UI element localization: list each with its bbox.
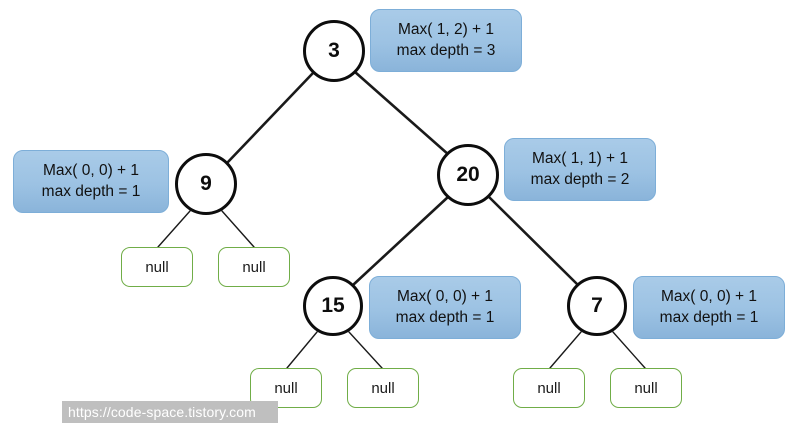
edge-n20-to-n7 — [487, 195, 580, 287]
null-leaf-label: null — [145, 258, 169, 276]
callout-line-1: Max( 0, 0) + 1 — [660, 287, 758, 305]
tree-node-label: 20 — [456, 163, 480, 186]
null-leaf-null-15-right[interactable]: null — [347, 368, 419, 408]
tree-node-9[interactable]: 9 — [175, 153, 237, 215]
tree-node-7[interactable]: 7 — [567, 276, 627, 336]
tree-node-label: 3 — [328, 39, 340, 62]
edge-n3-to-n9 — [225, 71, 315, 165]
callout-line-1: Max( 0, 0) + 1 — [396, 287, 494, 305]
callout-line-2: max depth = 2 — [530, 171, 630, 188]
callout-7: Max( 0, 0) + 1 max depth = 1 — [633, 276, 785, 339]
callout-line-1: Max( 1, 1) + 1 — [531, 149, 629, 167]
callout-15: Max( 0, 0) + 1 max depth = 1 — [369, 276, 521, 339]
edge-n3-to-n20 — [353, 70, 451, 157]
edge-n7-to-null-7-left — [549, 331, 582, 369]
callout-line-1: Max( 1, 2) + 1 — [397, 20, 495, 38]
edge-n20-to-n15 — [351, 195, 450, 287]
tree-node-label: 7 — [591, 294, 603, 317]
tree-node-15[interactable]: 15 — [303, 276, 363, 336]
null-leaf-label: null — [371, 379, 395, 397]
callout-20: Max( 1, 1) + 1 max depth = 2 — [504, 138, 656, 201]
tree-node-20[interactable]: 20 — [437, 144, 499, 206]
callout-line-2: max depth = 1 — [395, 309, 495, 326]
null-leaf-null-9-right[interactable]: null — [218, 247, 290, 287]
edge-n15-to-null-15-right — [348, 331, 383, 369]
callout-line-2: max depth = 1 — [41, 183, 141, 200]
edge-n7-to-null-7-right — [612, 331, 646, 369]
callout-root: Max( 1, 2) + 1 max depth = 3 — [370, 9, 522, 72]
null-leaf-null-9-left[interactable]: null — [121, 247, 193, 287]
null-leaf-null-7-left[interactable]: null — [513, 368, 585, 408]
callout-line-2: max depth = 1 — [659, 309, 759, 326]
tree-node-3[interactable]: 3 — [303, 20, 365, 82]
callout-line-2: max depth = 3 — [396, 42, 496, 59]
null-leaf-null-15-left[interactable]: null — [250, 368, 322, 408]
edge-n15-to-null-15-left — [286, 331, 318, 369]
callout-line-1: Max( 0, 0) + 1 — [42, 161, 140, 179]
null-leaf-label: null — [634, 379, 658, 397]
callout-9: Max( 0, 0) + 1 max depth = 1 — [13, 150, 169, 213]
edge-n9-to-null-9-left — [157, 210, 191, 248]
tree-node-label: 15 — [321, 294, 345, 317]
edge-n9-to-null-9-right — [221, 210, 255, 248]
null-leaf-label: null — [274, 379, 298, 397]
null-leaf-null-7-right[interactable]: null — [610, 368, 682, 408]
null-leaf-label: null — [242, 258, 266, 276]
watermark: https://code-space.tistory.com — [62, 401, 278, 423]
tree-node-label: 9 — [200, 172, 212, 195]
null-leaf-label: null — [537, 379, 561, 397]
